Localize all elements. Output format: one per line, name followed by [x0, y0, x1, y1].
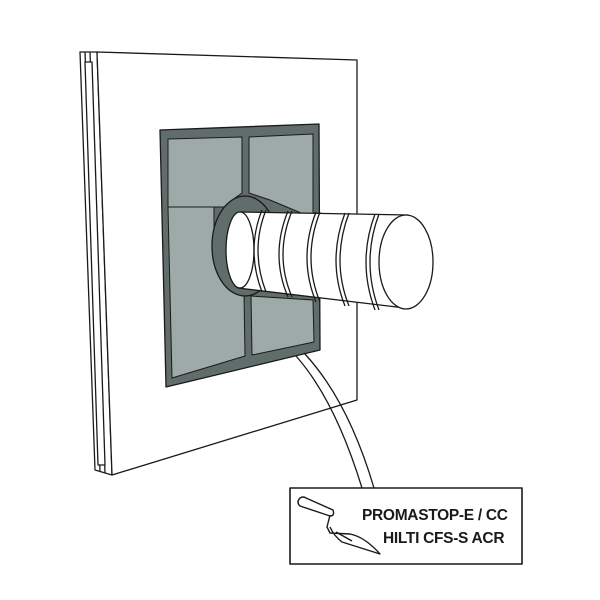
board-panel-bottom-right: [250, 295, 315, 356]
leader-line: [295, 355, 363, 489]
pipe-ribs: [253, 209, 380, 311]
board-panel-top-right: [248, 133, 314, 219]
label-box: [289, 487, 523, 565]
wall-edge: [79, 51, 113, 476]
label-line-2: HILTI CFS-S ACR: [383, 530, 504, 547]
pipe-end: [378, 214, 434, 310]
label-line-1: PROMASTOP-E / CC: [362, 507, 508, 524]
trowel-icon: [297, 496, 381, 555]
board-panel-top-left: [167, 136, 243, 208]
